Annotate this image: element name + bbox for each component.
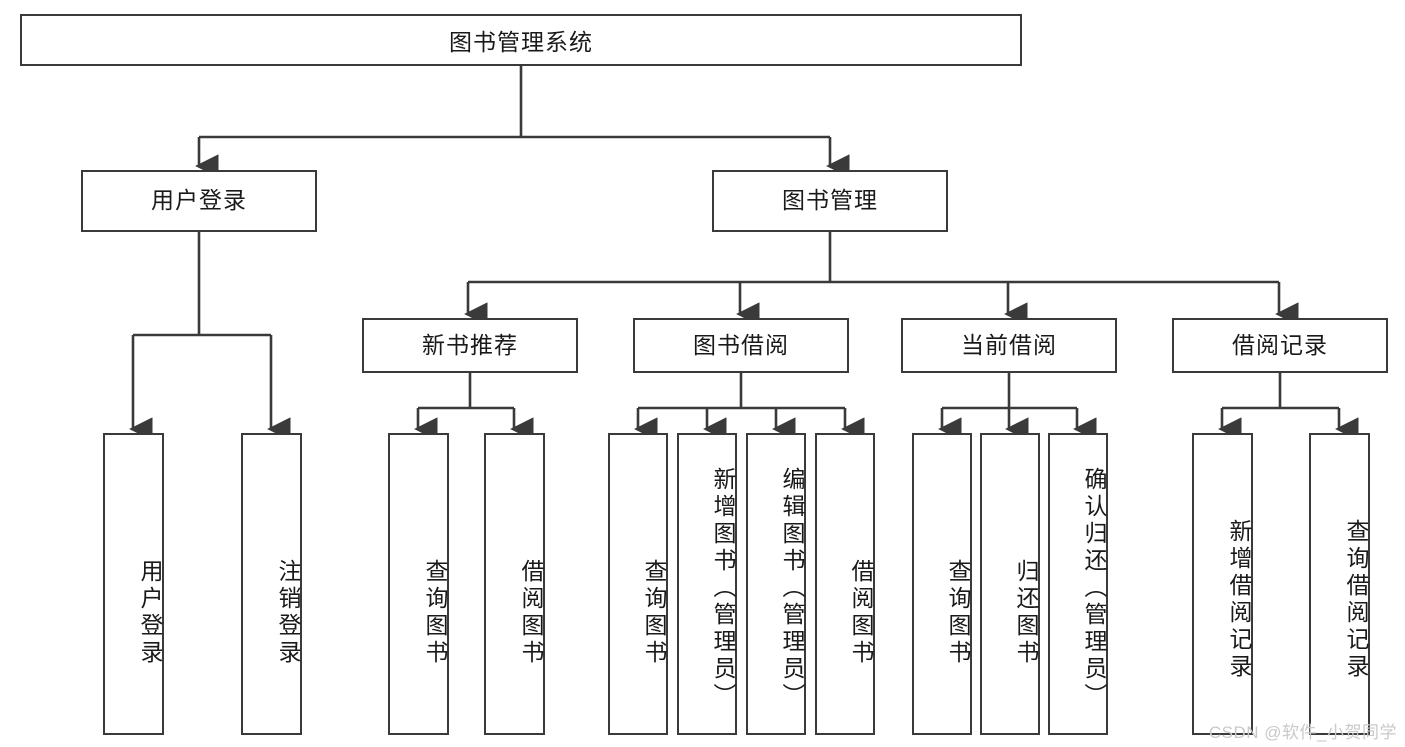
node-label: 图书管理系统 [449, 29, 593, 55]
node-leaf-borrow-book-recommend[interactable]: 借阅图书 [484, 433, 545, 735]
node-label: 查询借阅记录 [1343, 519, 1369, 681]
node-label: 图书管理 [782, 187, 878, 214]
node-leaf-add-borrow-record[interactable]: 新增借阅记录 [1192, 433, 1253, 735]
node-book-management[interactable]: 图书管理 [712, 170, 948, 232]
node-user-login[interactable]: 用户登录 [81, 170, 317, 232]
node-label: 借阅记录 [1232, 331, 1328, 358]
node-label: 用户登录 [151, 187, 247, 214]
node-book-borrow[interactable]: 图书借阅 [633, 318, 849, 373]
node-leaf-query-book-recommend[interactable]: 查询图书 [388, 433, 449, 735]
node-borrow-record[interactable]: 借阅记录 [1172, 318, 1388, 373]
node-leaf-borrow-book[interactable]: 借阅图书 [815, 433, 875, 735]
node-leaf-user-login[interactable]: 用户登录 [103, 433, 164, 735]
node-new-book-recommend[interactable]: 新书推荐 [362, 318, 578, 373]
node-label: 用户登录 [137, 559, 163, 667]
node-label: 借阅图书 [518, 559, 544, 667]
node-label: 图书借阅 [693, 331, 789, 358]
node-current-borrow[interactable]: 当前借阅 [901, 318, 1117, 373]
node-leaf-return-book[interactable]: 归还图书 [980, 433, 1040, 735]
node-label: 注销登录 [275, 559, 301, 667]
node-label: 编辑图书（管理员） [779, 466, 805, 710]
node-leaf-confirm-return-admin[interactable]: 确认归还（管理员） [1048, 433, 1108, 735]
node-leaf-add-book-admin[interactable]: 新增图书（管理员） [677, 433, 737, 735]
node-label: 借阅图书 [848, 559, 874, 667]
csdn-watermark: CSDN @软件_小贺同学 [1208, 723, 1397, 742]
node-label: 新增图书（管理员） [710, 466, 736, 710]
node-label: 归还图书 [1013, 559, 1039, 667]
node-label: 新增借阅记录 [1226, 519, 1252, 681]
node-label: 确认归还（管理员） [1081, 466, 1107, 710]
node-label: 查询图书 [422, 559, 448, 667]
node-leaf-logout[interactable]: 注销登录 [241, 433, 302, 735]
node-leaf-query-book-borrow[interactable]: 查询图书 [608, 433, 668, 735]
node-label: 查询图书 [641, 559, 667, 667]
node-label: 查询图书 [945, 559, 971, 667]
node-book-management-system[interactable]: 图书管理系统 [20, 14, 1022, 66]
node-label: 当前借阅 [961, 331, 1057, 358]
node-leaf-query-book-current[interactable]: 查询图书 [912, 433, 972, 735]
node-leaf-edit-book-admin[interactable]: 编辑图书（管理员） [746, 433, 806, 735]
node-label: 新书推荐 [422, 331, 518, 358]
node-leaf-query-borrow-record[interactable]: 查询借阅记录 [1309, 433, 1370, 735]
